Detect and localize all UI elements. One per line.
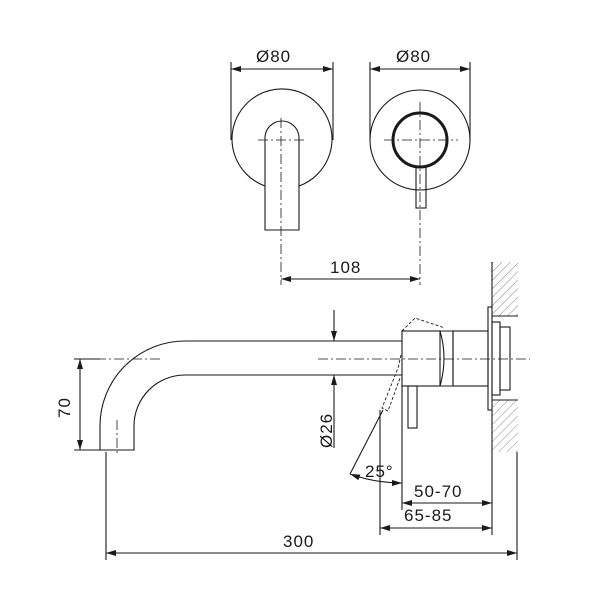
diameter-label-right: Ø80: [396, 47, 431, 66]
front-view-lever: Ø80: [369, 47, 471, 285]
spout-height-label: 70: [55, 397, 74, 418]
wall-section: [491, 262, 518, 452]
wall-depth-large-label: 65-85: [404, 506, 452, 525]
side-view-spout: [78, 306, 530, 455]
wall-depth-small-label: 50-70: [414, 482, 462, 501]
spout-diameter-label: Ø26: [317, 413, 336, 448]
lever-angle-label: 25°: [365, 462, 394, 481]
diameter-label-left: Ø80: [256, 47, 291, 66]
spout-length-label: 300: [283, 532, 314, 551]
center-distance-label: 108: [330, 258, 361, 277]
front-view-handle: Ø80: [230, 47, 334, 285]
